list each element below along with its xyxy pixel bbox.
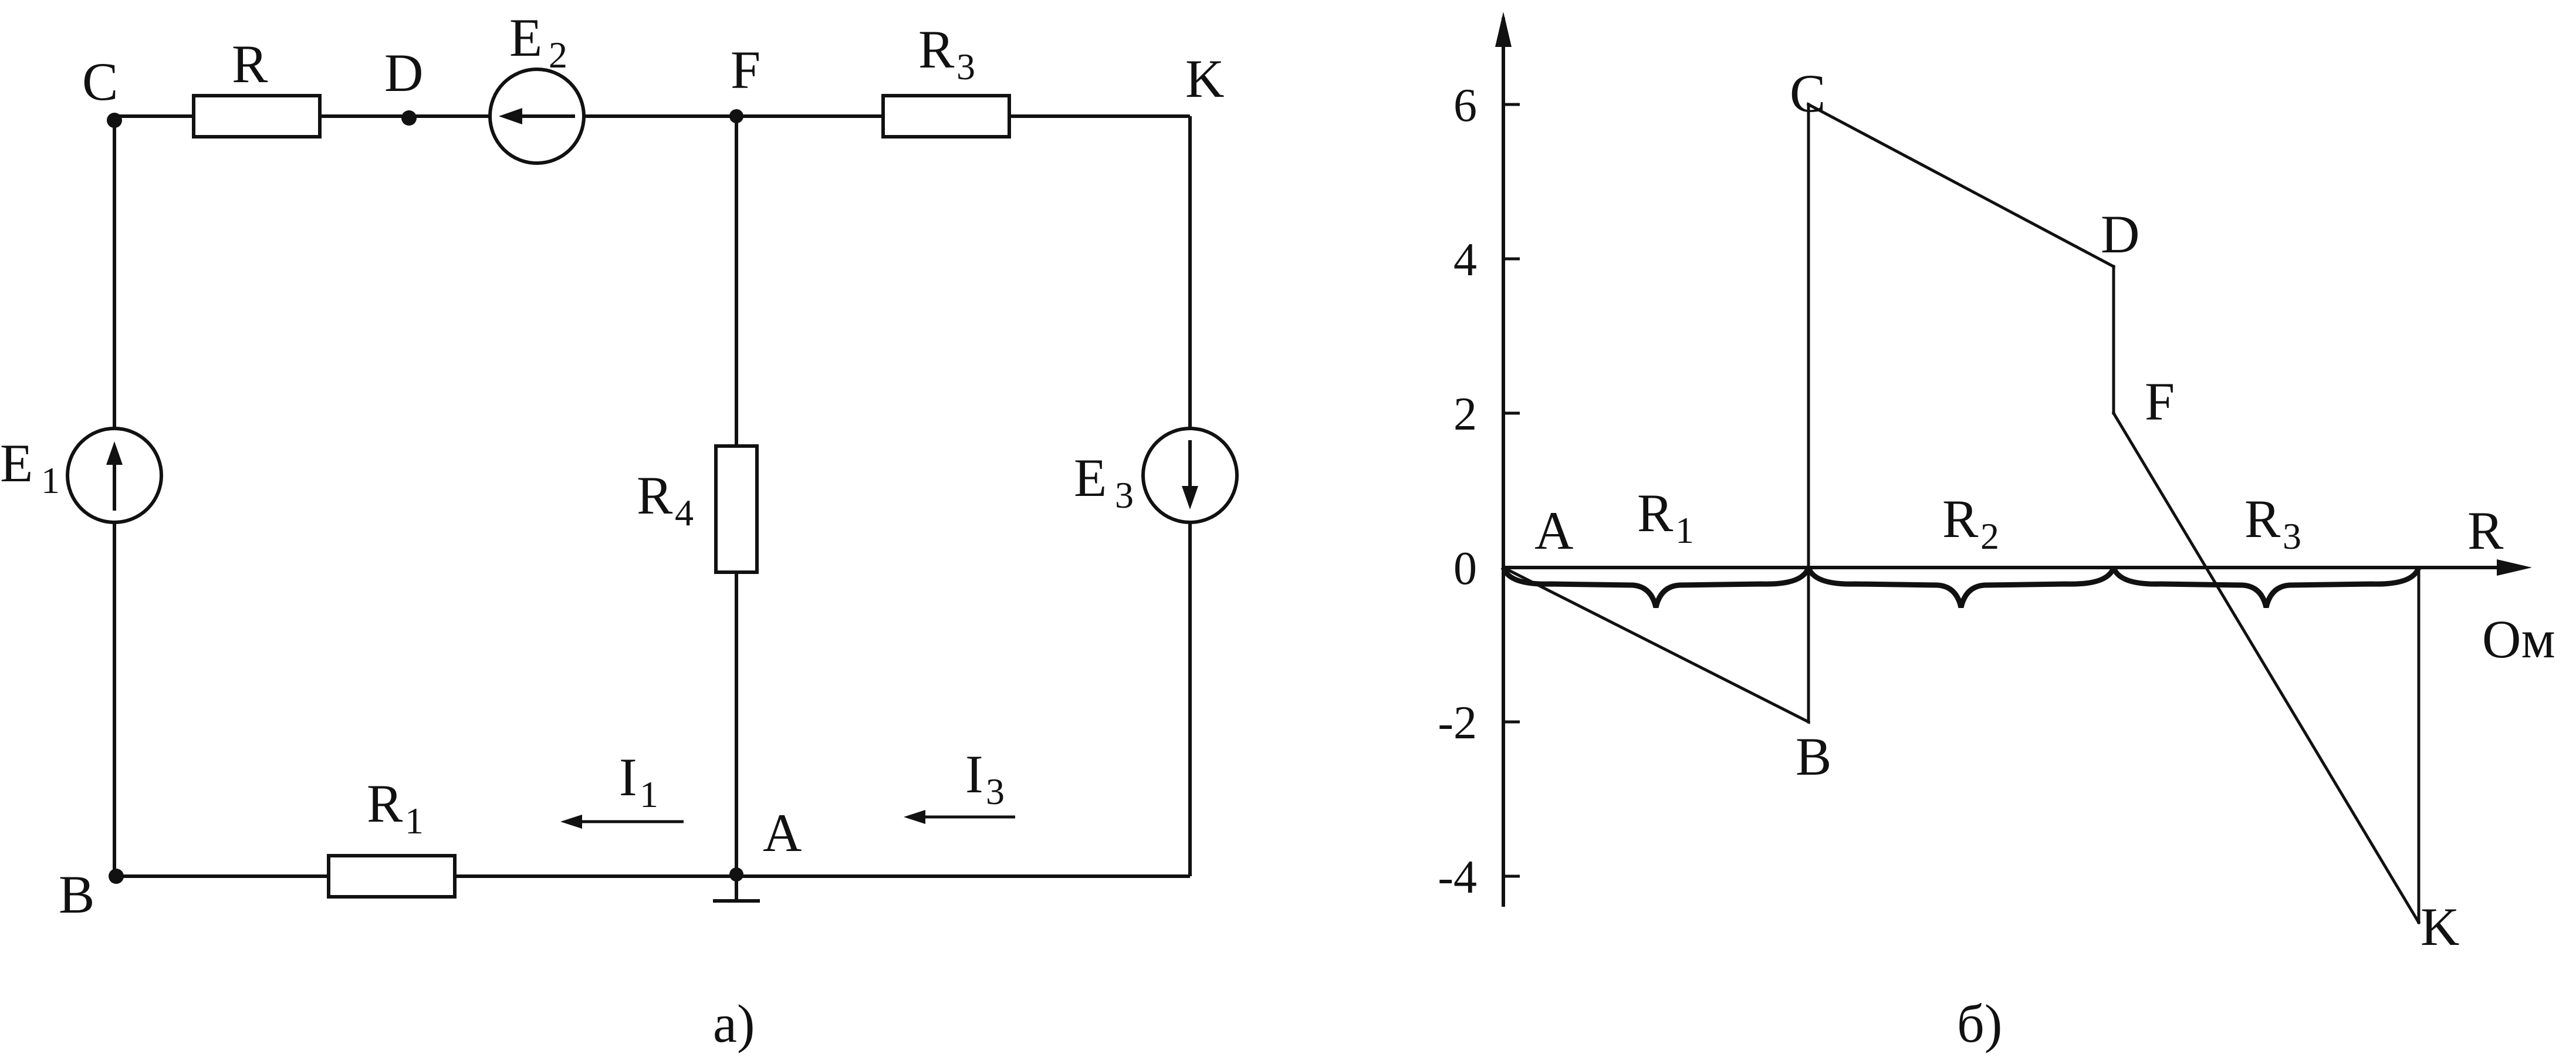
label-node-K: K	[1185, 49, 1224, 109]
segment-label-R3: R	[2244, 489, 2281, 549]
label-R4: R	[637, 465, 673, 525]
segment-label-R2: R	[1942, 489, 1979, 549]
y-ticks: 6 4 2 0 -2 -4	[1438, 80, 1520, 903]
label-node-F: F	[731, 40, 760, 100]
point-label-C: C	[1790, 63, 1825, 123]
label-I1: I	[619, 747, 637, 807]
node-B-dot	[109, 869, 124, 884]
current-arrow-I3	[904, 810, 1015, 824]
point-label-F: F	[2145, 372, 2175, 431]
segment-label-R2-sub: 2	[1980, 515, 1999, 557]
label-R3: R	[918, 19, 955, 79]
label-I3-sub: 3	[986, 771, 1005, 812]
segment-label-R1-sub: 1	[1675, 509, 1694, 551]
label-E2-sub: 2	[549, 34, 567, 76]
segment-brace	[1500, 566, 1811, 609]
label-R1-sub: 1	[405, 800, 424, 842]
x-axis-label: R	[2467, 501, 2504, 560]
label-node-C: C	[82, 52, 118, 112]
resistor-R	[192, 94, 322, 139]
y-tick-label: 4	[1453, 234, 1477, 286]
segment-label-R1: R	[1637, 483, 1674, 543]
label-node-A: A	[763, 803, 802, 863]
y-tick-label: -2	[1438, 697, 1477, 749]
label-E2: E	[509, 8, 542, 67]
y-tick-label: 6	[1453, 80, 1477, 131]
segment-label-R3-sub: 3	[2283, 515, 2301, 557]
segment-braces	[1500, 566, 2422, 609]
data-point-B	[1807, 720, 1810, 724]
label-node-D: D	[384, 43, 423, 103]
node-D-dot	[401, 110, 417, 126]
label-R3-sub: 3	[956, 46, 975, 87]
point-label-K: K	[2421, 897, 2459, 957]
label-R4-sub: 4	[675, 492, 694, 533]
data-point-C	[1807, 103, 1810, 106]
label-E3: E	[1074, 448, 1107, 508]
label-I1-sub: 1	[640, 774, 658, 815]
point-label-B: B	[1796, 727, 1831, 786]
data-point-A	[1502, 566, 1505, 569]
potential-polyline	[1502, 102, 2421, 924]
node-A-dot	[729, 867, 743, 882]
y-tick-label: 0	[1453, 543, 1477, 595]
segment-brace	[1806, 566, 2117, 609]
label-resistor-R: R	[232, 34, 268, 94]
potential-chart: 6 4 2 0 -2 -4 A B C D F K R 1 R 2 R 3 R Ом б)	[1438, 12, 2555, 1053]
node-C-dot	[107, 113, 122, 128]
source-E3	[1141, 427, 1239, 524]
circuit-diagram: C R D F K E 2 R 3 E 1 R 4 E 3 R 1 I 1 I …	[0, 8, 1239, 1053]
point-label-A: A	[1534, 501, 1573, 560]
data-point-D	[2112, 265, 2115, 269]
caption-b: б)	[1957, 994, 2002, 1053]
label-R1: R	[367, 774, 403, 833]
ground-symbol	[713, 876, 760, 903]
resistor-R1	[327, 854, 457, 899]
y-tick-label: -4	[1438, 852, 1477, 903]
resistor-R4	[714, 444, 759, 574]
current-arrow-I1	[560, 815, 684, 829]
label-E3-sub: 3	[1115, 474, 1134, 516]
resistor-R3	[881, 94, 1011, 139]
y-tick-label: 2	[1453, 389, 1477, 440]
point-label-D: D	[2101, 204, 2139, 264]
label-E1-sub: 1	[41, 460, 60, 501]
y-axis-arrow	[1495, 12, 1512, 47]
data-point-F	[2112, 411, 2115, 415]
x-axis-arrow	[2497, 559, 2532, 576]
label-E1: E	[0, 433, 33, 493]
caption-a: а)	[713, 994, 755, 1053]
x-axis-unit: Ом	[2482, 609, 2555, 669]
node-F-dot	[729, 109, 743, 123]
source-E2	[488, 67, 586, 165]
source-E1	[66, 427, 163, 524]
label-I3: I	[965, 744, 983, 804]
label-node-B: B	[59, 864, 94, 924]
segment-brace	[2111, 566, 2422, 609]
